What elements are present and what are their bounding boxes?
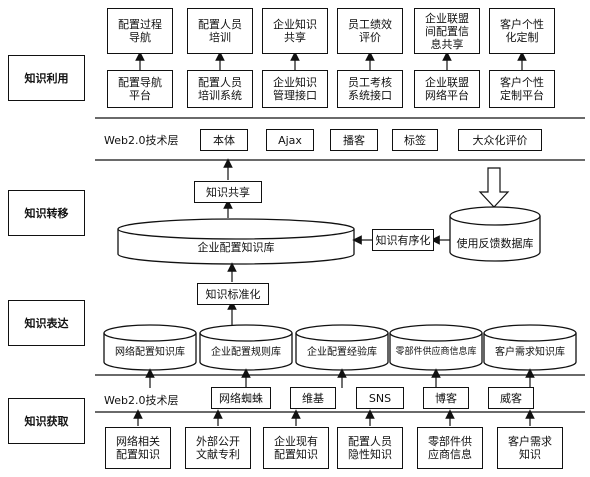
web2-tech-item: SNS <box>356 387 404 409</box>
web2-tech-item: 维基 <box>290 387 336 409</box>
usage-box: 企业联盟 间配置信 息共享 <box>414 8 480 54</box>
layer-label-utilization: 知识利用 <box>8 55 85 101</box>
usage-box: 配置过程 导航 <box>107 8 173 54</box>
usage-box: 企业知识 共享 <box>262 8 328 54</box>
db-cylinder-top <box>295 324 389 342</box>
web2-bottom-label: Web2.0技术层 <box>104 394 179 407</box>
knowledge-sharing-box: 知识共享 <box>194 181 262 203</box>
platform-box: 员工考核 系统接口 <box>337 70 403 108</box>
db-cylinder-top <box>389 324 483 342</box>
usage-box: 配置人员 培训 <box>187 8 253 54</box>
platform-box: 企业联盟 网络平台 <box>414 70 480 108</box>
orderization-box: 知识有序化 <box>372 229 434 251</box>
source-box: 企业现有 配置知识 <box>263 427 329 469</box>
enterprise-kb-label: 企业配置知识库 <box>197 241 275 254</box>
source-box: 配置人员 隐性知识 <box>337 427 403 469</box>
source-box: 零部件供 应商信息 <box>417 427 483 469</box>
web2-tech-item: 博客 <box>423 387 469 409</box>
db-cylinder-top <box>199 324 293 342</box>
web2-tech-item: Ajax <box>266 129 314 151</box>
platform-box: 配置人员 培训系统 <box>187 70 253 108</box>
db-label: 企业配置经验库 <box>307 346 377 358</box>
layer-label-expression: 知识表达 <box>8 300 85 346</box>
standardization-box: 知识标准化 <box>197 283 269 305</box>
platform-box: 客户个性 定制平台 <box>489 70 555 108</box>
db-label: 企业配置规则库 <box>211 346 281 358</box>
platform-box: 企业知识 管理接口 <box>262 70 328 108</box>
web2-tech-item: 标签 <box>392 129 438 151</box>
usage-box: 员工绩效 评价 <box>337 8 403 54</box>
usage-box: 客户个性 化定制 <box>489 8 555 54</box>
db-label: 零部件供应商信息库 <box>395 346 477 357</box>
feedback-db-cylinder <box>449 206 541 262</box>
db-cylinder-top <box>103 324 197 342</box>
web2-tech-item: 网络蜘蛛 <box>211 387 271 409</box>
db-cylinder-top <box>483 324 577 342</box>
db-label: 客户需求知识库 <box>495 346 565 358</box>
platform-box: 配置导航 平台 <box>107 70 173 108</box>
layer-label-acquisition: 知识获取 <box>8 398 85 444</box>
feedback-arrow <box>478 167 510 208</box>
web2-tech-item: 大众化评价 <box>458 129 542 151</box>
web2-tech-item: 威客 <box>488 387 534 409</box>
layer-label-transfer: 知识转移 <box>8 190 85 236</box>
web2-top-label: Web2.0技术层 <box>104 134 179 147</box>
feedback-db-label: 使用反馈数据库 <box>456 237 534 250</box>
web2-tech-item: 播客 <box>330 129 378 151</box>
source-box: 客户需求 知识 <box>497 427 563 469</box>
db-label: 网络配置知识库 <box>115 346 185 358</box>
source-box: 外部公开 文献专利 <box>185 427 251 469</box>
web2-tech-item: 本体 <box>200 129 248 151</box>
source-box: 网络相关 配置知识 <box>105 427 171 469</box>
enterprise-kb-cylinder <box>117 218 355 265</box>
